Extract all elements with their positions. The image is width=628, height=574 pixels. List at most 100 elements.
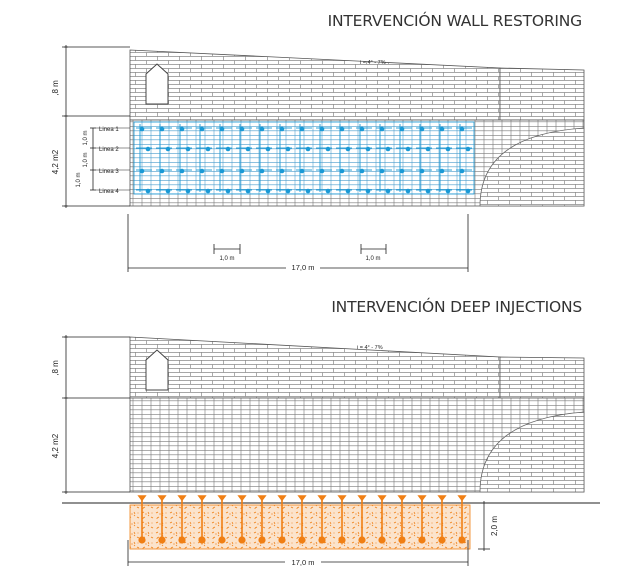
slope-label-top: i = 4° - 7%: [360, 60, 386, 66]
restoration-grid: [133, 121, 475, 195]
injection-pipe: [357, 495, 367, 544]
injection-point: [179, 168, 185, 174]
dimension-lines-top: [62, 45, 130, 208]
injection-point: [445, 188, 451, 194]
injection-point: [345, 188, 351, 194]
injection-point: [139, 168, 145, 174]
injection-point: [239, 168, 245, 174]
injection-point: [265, 188, 271, 194]
injection-point: [419, 126, 425, 132]
injection-point: [259, 126, 265, 132]
injection-point: [179, 126, 185, 132]
injection-point: [385, 146, 391, 152]
spacing-label-left: 1,0 m: [219, 256, 234, 262]
injection-point: [359, 168, 365, 174]
injection-pipe: [217, 495, 227, 544]
wall-section-bottom: [129, 336, 585, 493]
injection-pipe: [177, 495, 187, 544]
injection-point: [445, 146, 451, 152]
injection-pipe: [257, 495, 267, 544]
total-length-top: 17,0 m: [292, 263, 315, 272]
injection-point: [385, 188, 391, 194]
title-wall-restoring: INTERVENCIÓN WALL RESTORING: [327, 12, 583, 30]
injection-point: [465, 188, 471, 194]
injection-point: [265, 146, 271, 152]
injection-pipe: [397, 495, 407, 544]
injection-point: [459, 168, 465, 174]
injection-depth-label: 2,0 m: [490, 516, 499, 536]
injection-zone: [129, 495, 471, 550]
injection-point: [379, 126, 385, 132]
injection-point: [185, 146, 191, 152]
injection-point: [219, 126, 225, 132]
injection-pipe: [197, 495, 207, 544]
injection-point: [319, 126, 325, 132]
injection-pipe: [237, 495, 247, 544]
slope-label-bottom: i = 4° - 7%: [357, 345, 383, 351]
injection-point: [219, 168, 225, 174]
injection-point: [245, 146, 251, 152]
injection-point: [399, 168, 405, 174]
injection-point: [299, 168, 305, 174]
injection-point: [305, 146, 311, 152]
injection-point: [225, 146, 231, 152]
title-deep-injections: INTERVENCIÓN DEEP INJECTIONS: [331, 298, 582, 316]
injection-point: [139, 126, 145, 132]
injection-point: [439, 168, 445, 174]
injection-point: [319, 168, 325, 174]
injection-point: [165, 146, 171, 152]
injection-pipe: [417, 495, 427, 544]
injection-point: [305, 188, 311, 194]
dim-lower-bottom: 4,2 m2: [51, 433, 60, 458]
injection-pipe: [157, 495, 167, 544]
dim-row-spacing-a: 1,0 m: [83, 130, 89, 145]
injection-point: [459, 126, 465, 132]
injection-point: [165, 188, 171, 194]
injection-point: [185, 188, 191, 194]
injection-point: [285, 146, 291, 152]
injection-point: [225, 188, 231, 194]
spacing-label-right: 1,0 m: [365, 256, 380, 262]
injection-point: [379, 168, 385, 174]
injection-point: [359, 126, 365, 132]
injection-pipe: [317, 495, 327, 544]
injection-point: [145, 146, 151, 152]
injection-point: [439, 126, 445, 132]
dim-lower-top: 4,2 m2: [51, 149, 60, 174]
injection-pipe: [297, 495, 307, 544]
injection-point: [159, 168, 165, 174]
injection-point: [245, 188, 251, 194]
injection-point: [419, 168, 425, 174]
injection-point: [279, 168, 285, 174]
injection-point: [199, 126, 205, 132]
injection-point: [405, 146, 411, 152]
line-label-4: Linea 4: [99, 189, 119, 195]
injection-point: [425, 188, 431, 194]
injection-pipe: [337, 495, 347, 544]
line-label-1: Linea 1: [99, 127, 119, 133]
dim-upper-top: ,8 m: [51, 80, 60, 96]
injection-point: [365, 146, 371, 152]
dim-upper-bottom: ,8 m: [51, 360, 60, 376]
injection-point: [299, 126, 305, 132]
injection-point: [239, 126, 245, 132]
injection-point: [405, 188, 411, 194]
injection-point: [285, 188, 291, 194]
line-label-3: Linea 3: [99, 169, 119, 175]
injection-point: [199, 168, 205, 174]
injection-point: [325, 188, 331, 194]
injection-point: [425, 146, 431, 152]
injection-point: [339, 168, 345, 174]
injection-point: [325, 146, 331, 152]
injection-point: [365, 188, 371, 194]
injection-point: [345, 146, 351, 152]
injection-point: [279, 126, 285, 132]
dim-row-spacing-c: 1,0 m: [76, 172, 82, 187]
injection-point: [145, 188, 151, 194]
dim-row-spacing-b: 1,0 m: [83, 152, 89, 167]
line-label-2: Linea 2: [99, 147, 119, 153]
injection-pipe: [137, 495, 147, 544]
total-length-bottom: 17,0 m: [292, 558, 315, 567]
injection-pipe: [457, 495, 467, 544]
